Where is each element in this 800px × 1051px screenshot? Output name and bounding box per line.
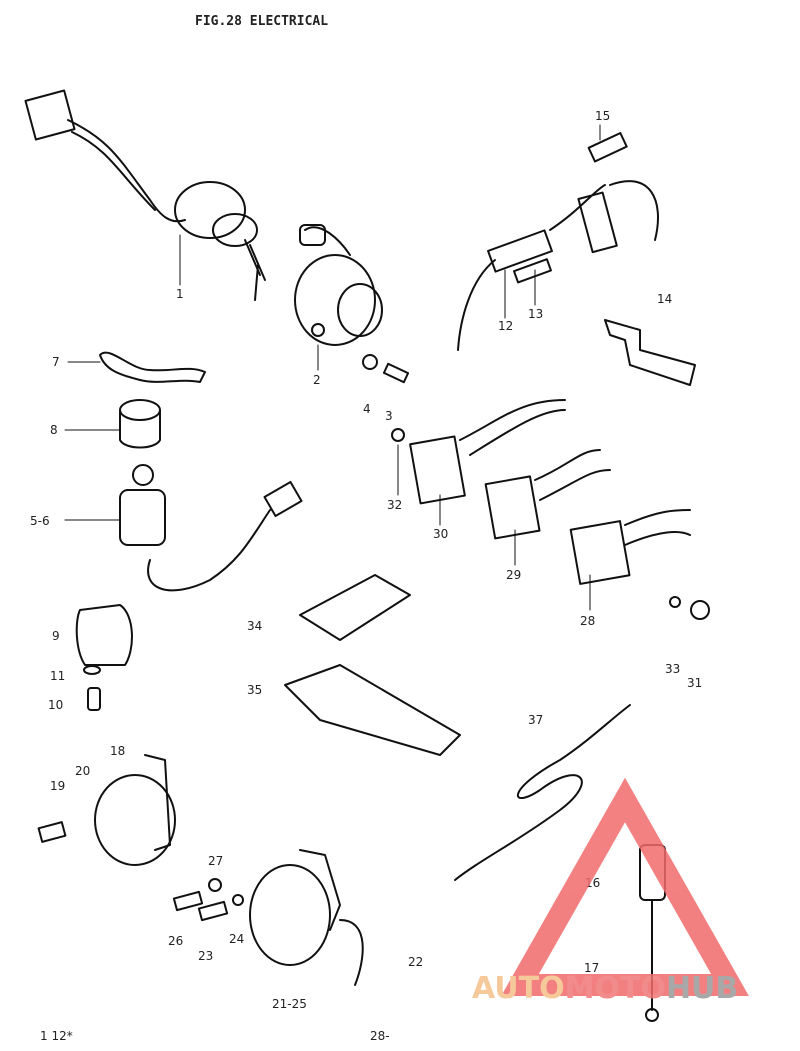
- bracket-drawing: [99, 351, 206, 383]
- part-label: 24: [229, 932, 244, 946]
- holder-drawing: [119, 399, 161, 449]
- part-label: 13: [528, 307, 543, 321]
- wire-lead-drawing: [454, 704, 631, 881]
- watermark-triangle: [501, 777, 749, 996]
- switch-28-drawing: [569, 509, 710, 620]
- part-label: 18: [110, 744, 125, 758]
- part-label: 20: [75, 764, 90, 778]
- part-label: 26: [168, 934, 183, 948]
- horn-2-drawing: [172, 849, 364, 986]
- part-label: 14: [657, 292, 672, 306]
- part-label: 1: [176, 287, 184, 301]
- bolt-nut-drawing: [362, 354, 410, 384]
- part-label: 15: [595, 109, 610, 123]
- rectifier-drawing: [484, 449, 611, 540]
- watermark-logo: AUTOMOTOHUB: [472, 777, 749, 1006]
- bracket-14-drawing: [604, 319, 696, 386]
- part-label: 12: [498, 319, 513, 333]
- part-label: 17: [584, 961, 599, 975]
- part-label: 11: [50, 669, 65, 683]
- part-label: 9: [52, 629, 60, 643]
- part-label: 5-6: [30, 514, 50, 528]
- cap-drawing: [75, 604, 133, 711]
- tray-drawing: [284, 664, 461, 756]
- part-label: 35: [247, 683, 262, 697]
- part-label: 7: [52, 355, 60, 369]
- part-label: 19: [50, 779, 65, 793]
- part-label: 30: [433, 527, 448, 541]
- ignition-switch-drawing: [24, 89, 266, 301]
- footer-center-mark: 28-: [370, 1029, 390, 1043]
- part-label: 29: [506, 568, 521, 582]
- part-label: 2: [313, 373, 321, 387]
- figure-title: FIG.28 ELECTRICAL: [195, 14, 328, 29]
- part-label: 10: [48, 698, 63, 712]
- part-label: 23: [198, 949, 213, 963]
- part-label: 21-25: [272, 997, 307, 1011]
- part-label: 34: [247, 619, 262, 633]
- part-label: 37: [528, 713, 543, 727]
- part-label: 27: [208, 854, 223, 868]
- relay-housing-drawing: [294, 224, 383, 346]
- watermark-text: AUTOMOTOHUB: [472, 971, 738, 1006]
- footer-left-mark: 1 12*: [40, 1029, 73, 1043]
- fuse-holder-drawing: [457, 132, 659, 351]
- regulator-drawing: [391, 399, 566, 505]
- leader-lines: [64, 124, 601, 611]
- neutral-switch-drawing: [119, 464, 303, 592]
- part-label: 22: [408, 955, 423, 969]
- strap-drawing: [299, 574, 411, 641]
- part-label: 33: [665, 662, 680, 676]
- part-label: 8: [50, 423, 58, 437]
- part-label: 31: [687, 676, 702, 690]
- part-label: 4: [363, 402, 371, 416]
- horn-drawing: [37, 754, 176, 866]
- part-labels: 1 2 3 4 5-6 7 8 9 10 11 12 13 14 15 16 1…: [30, 109, 702, 1011]
- part-label: 3: [385, 409, 393, 423]
- part-label: 32: [387, 498, 402, 512]
- part-label: 28: [580, 614, 595, 628]
